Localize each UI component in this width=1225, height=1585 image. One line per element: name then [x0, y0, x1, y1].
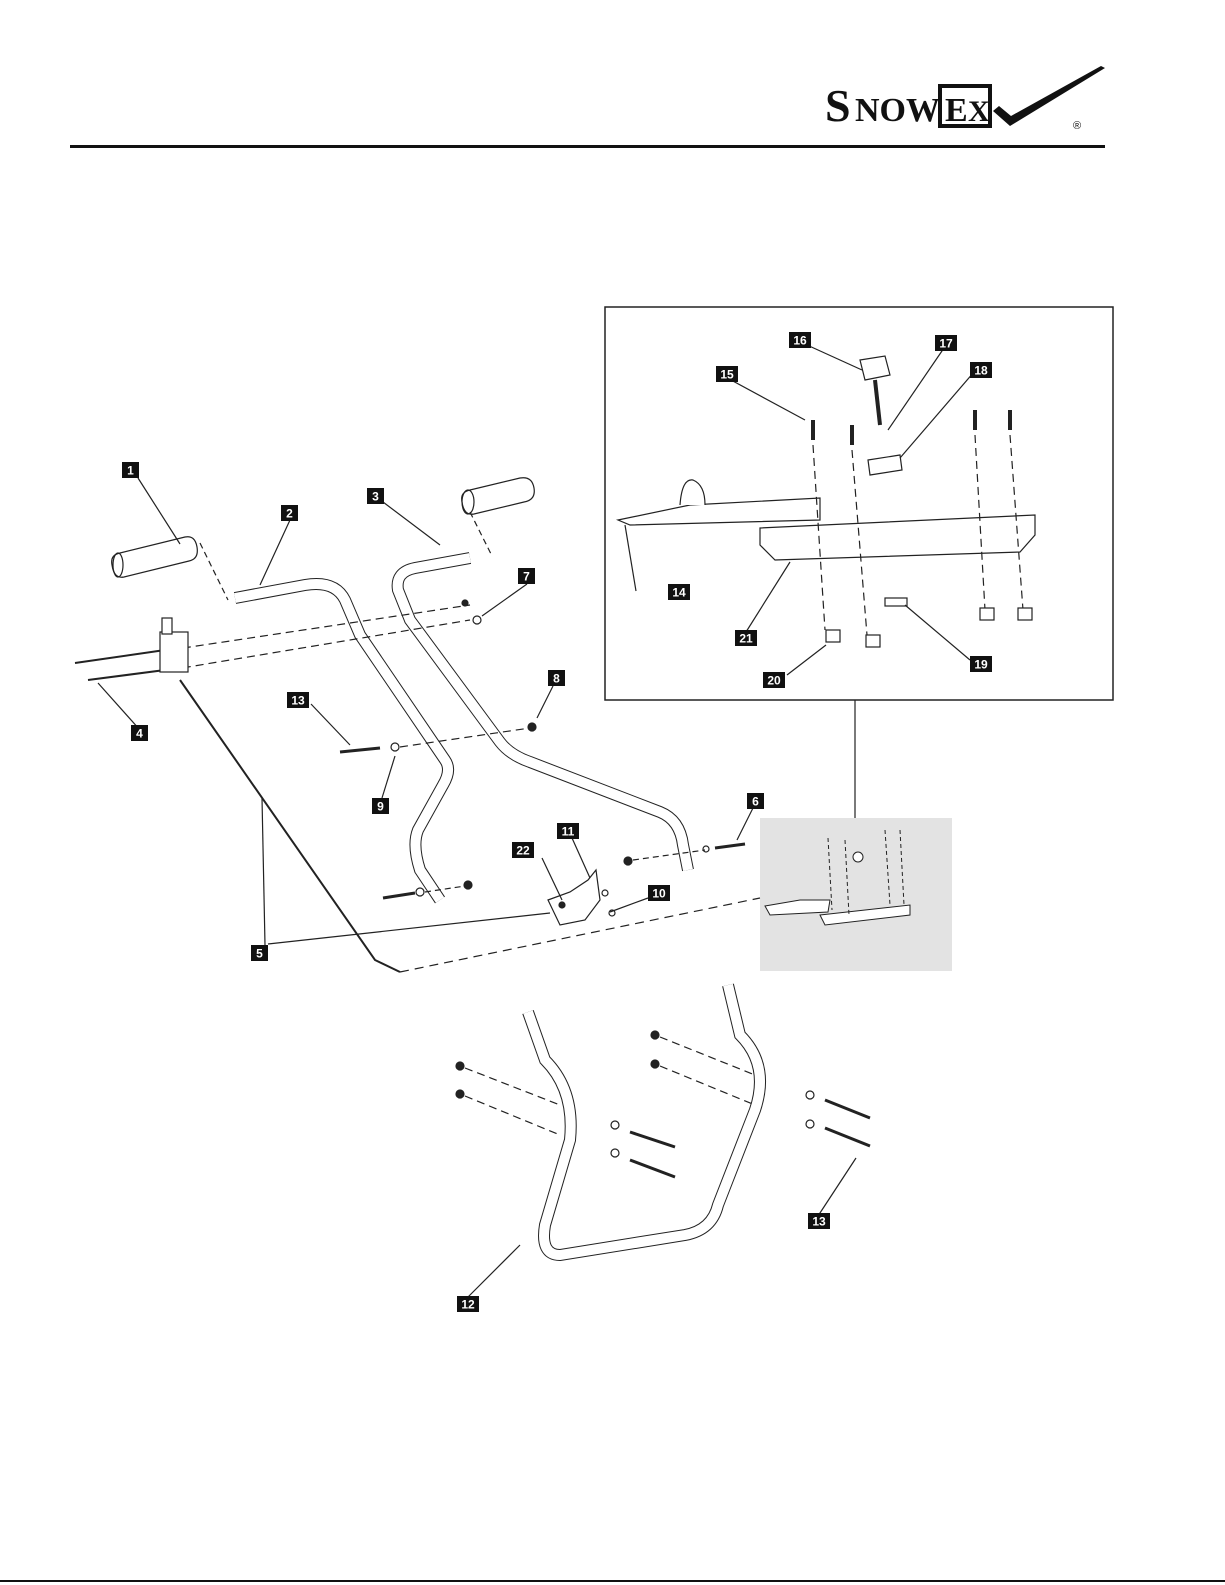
svg-text:13: 13	[291, 694, 305, 708]
svg-text:10: 10	[652, 887, 666, 901]
svg-text:16: 16	[793, 334, 807, 348]
callout-17: 17	[935, 335, 957, 351]
callout-22: 22	[512, 842, 534, 858]
mounting-plate-icon	[618, 480, 1035, 560]
svg-text:22: 22	[516, 844, 530, 858]
callout-1: 1	[122, 462, 139, 478]
callout-11: 11	[557, 823, 579, 839]
callout-9: 9	[372, 798, 389, 814]
lever-bracket-icon	[548, 870, 615, 925]
callout-13: 13	[287, 692, 309, 708]
inset-thumbnail-bg	[760, 818, 952, 971]
svg-text:12: 12	[461, 1298, 475, 1312]
callout-20: 20	[763, 672, 785, 688]
callout-13-lower: 13	[808, 1213, 830, 1229]
callout-2: 2	[281, 505, 298, 521]
svg-text:14: 14	[672, 586, 686, 600]
upper-handle-right-icon	[398, 558, 688, 870]
callout-15: 15	[716, 366, 738, 382]
callout-21: 21	[735, 630, 757, 646]
callout-14: 14	[668, 584, 690, 600]
svg-text:5: 5	[256, 947, 263, 961]
grip-right-icon	[462, 478, 535, 515]
callout-6: 6	[747, 793, 764, 809]
svg-text:9: 9	[377, 800, 384, 814]
svg-text:1: 1	[127, 464, 134, 478]
callout-7: 7	[518, 568, 535, 584]
svg-text:6: 6	[752, 795, 759, 809]
svg-text:19: 19	[974, 658, 988, 672]
callout-3: 3	[367, 488, 384, 504]
callout-18: 18	[970, 362, 992, 378]
svg-text:15: 15	[720, 368, 734, 382]
callout-12: 12	[457, 1296, 479, 1312]
svg-text:2: 2	[286, 507, 293, 521]
svg-text:11: 11	[562, 825, 575, 839]
svg-text:20: 20	[767, 674, 781, 688]
callout-10: 10	[648, 885, 670, 901]
svg-text:18: 18	[974, 364, 988, 378]
svg-text:17: 17	[939, 337, 953, 351]
svg-text:21: 21	[739, 632, 753, 646]
callout-16: 16	[789, 332, 811, 348]
callout-8: 8	[548, 670, 565, 686]
svg-text:4: 4	[136, 727, 143, 741]
footer-rule	[0, 1580, 1225, 1582]
svg-text:13: 13	[812, 1215, 826, 1229]
grip-left-icon	[112, 537, 198, 578]
callout-19: 19	[970, 656, 992, 672]
svg-text:8: 8	[553, 672, 560, 686]
control-cable	[180, 680, 400, 972]
lower-handle-icon	[528, 985, 760, 1255]
callout-4: 4	[131, 725, 148, 741]
svg-text:7: 7	[523, 570, 530, 584]
knob-icon	[860, 356, 902, 475]
callout-5: 5	[251, 945, 268, 961]
svg-text:3: 3	[372, 490, 379, 504]
cable-bracket-icon	[160, 618, 188, 672]
